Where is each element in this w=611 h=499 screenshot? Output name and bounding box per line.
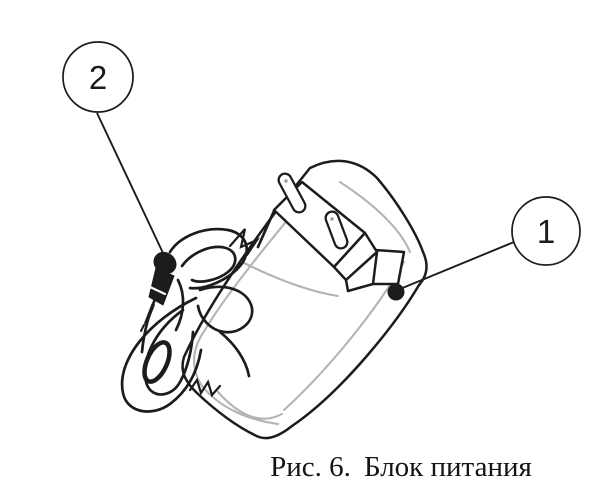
cable-kinks xyxy=(228,228,260,257)
dc-connector-pin xyxy=(144,303,155,325)
callout-2-label: 2 xyxy=(89,59,107,96)
callout-2: 2 xyxy=(62,41,164,254)
plug-prong-left xyxy=(277,172,307,214)
prong-tip-dot xyxy=(284,179,288,183)
plug-prong-right xyxy=(324,210,349,250)
callout-1-target-dot xyxy=(387,283,405,301)
callout-1-label: 1 xyxy=(537,213,555,250)
body-contour-bottom-cap xyxy=(216,390,284,420)
callout-1: 1 xyxy=(387,196,581,301)
callout-1-circle xyxy=(511,196,581,266)
adapter-body xyxy=(181,159,428,440)
body-contour-left xyxy=(193,188,314,426)
prong-tip-dot xyxy=(330,217,334,221)
dc-connector-highlight xyxy=(148,285,167,296)
cable-tangle xyxy=(120,227,260,413)
plug-left-edge xyxy=(256,209,276,249)
dc-connector-pin-tip xyxy=(140,324,145,332)
callout-1-leader-line xyxy=(399,241,515,290)
callout-2-circle xyxy=(62,41,134,113)
plug-end-facet-lower xyxy=(344,250,379,293)
adapter-body-outline xyxy=(181,159,428,440)
dc-connector-barrel xyxy=(148,267,175,306)
callout-2-leader-line xyxy=(96,112,164,254)
cable-loop xyxy=(142,340,172,384)
figure-caption: Рис. 6. Блок питания xyxy=(248,451,554,484)
figure-caption-title: Блок питания xyxy=(363,451,532,483)
dc-connector-head xyxy=(153,251,177,275)
dc-connector xyxy=(140,251,177,332)
figure-caption-label: Рис. 6. xyxy=(270,451,351,483)
cable-zigzag xyxy=(188,377,222,398)
body-contour-face-crease xyxy=(240,260,340,298)
body-contour-top xyxy=(338,180,412,254)
plug-head xyxy=(256,172,406,293)
